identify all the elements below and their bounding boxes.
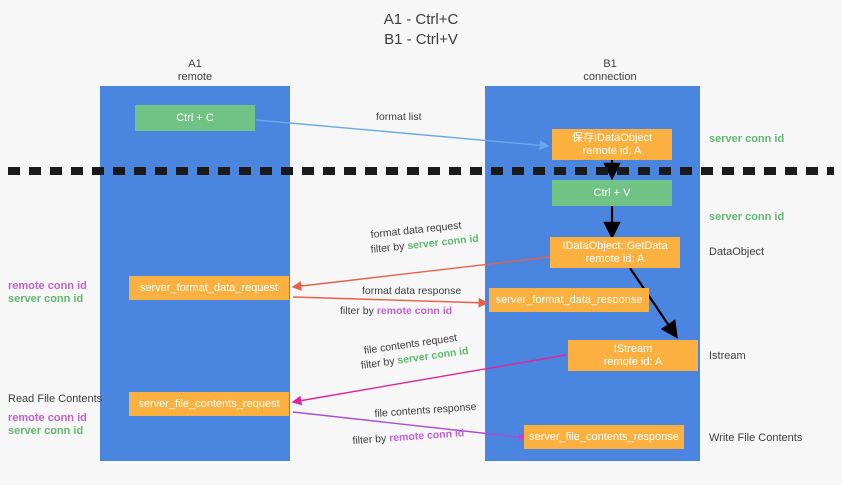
edge-label-format-list: format list: [376, 111, 422, 123]
box-istream[interactable]: IStream remote id: A: [568, 340, 698, 371]
edge-label-file-contents-response-filter: filter by remote conn id: [352, 426, 465, 449]
box-ctrl-c[interactable]: Ctrl + C: [135, 105, 255, 131]
right-label-server-conn-id-mid: server conn id: [709, 211, 785, 223]
filter-prefix: filter by: [352, 432, 390, 447]
right-label-data-object: DataObject: [709, 246, 765, 258]
box-server-file-contents-response[interactable]: server_file_contents_response: [524, 425, 684, 449]
filter-prefix: filter by: [340, 305, 377, 317]
filter-prefix: filter by: [360, 354, 399, 372]
left-label-remote-conn-id-2: remote conn id: [8, 412, 87, 424]
box-server-file-contents-request[interactable]: server_file_contents_request: [129, 392, 289, 416]
right-label-server-conn-id-top: server conn id: [709, 133, 785, 145]
box-server-format-data-response[interactable]: server_format_data_response: [489, 288, 649, 312]
box-server-format-data-request[interactable]: server_format_data_request: [129, 276, 289, 300]
edge-label-format-data-response: format data response: [362, 285, 462, 297]
filter-prefix: filter by: [370, 240, 408, 256]
right-label-istream: Istream: [709, 350, 746, 362]
left-label-remote-conn-id-1: remote conn id: [8, 280, 87, 292]
box-idataobject-getdata[interactable]: IDataObject::GetData remote id: A: [550, 237, 680, 268]
lane-header-a1: A1 remote: [177, 58, 213, 83]
edge-label-format-data-response-filter: filter by remote conn id: [340, 304, 452, 319]
page-title: A1 - Ctrl+C B1 - Ctrl+V: [383, 11, 459, 48]
box-ctrl-v[interactable]: Ctrl + V: [552, 180, 672, 206]
left-label-server-conn-id-2: server conn id: [8, 425, 84, 437]
filter-key-remote-conn-id: remote conn id: [376, 305, 453, 317]
left-label-server-conn-id-1: server conn id: [8, 293, 84, 305]
box-save-idataobject[interactable]: 保存IDataObject remote id: A: [552, 129, 672, 160]
left-label-read-file-contents: Read File Contents: [8, 393, 103, 405]
right-label-write-file-contents: Write File Contents: [709, 432, 803, 444]
lane-header-b1: B1 connection: [583, 58, 637, 83]
edge-label-file-contents-response: file contents response: [374, 400, 477, 420]
filter-key-remote-conn-id: remote conn id: [388, 427, 465, 445]
